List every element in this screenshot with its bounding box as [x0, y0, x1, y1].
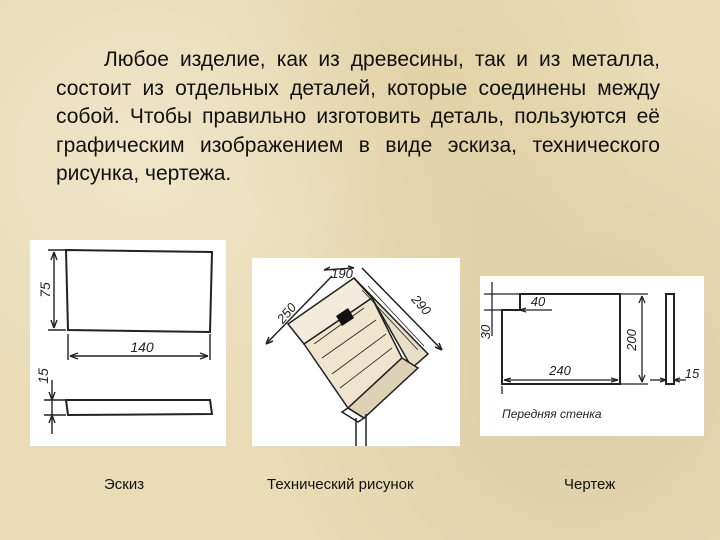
intro-paragraph: Любое изделие, как из древесины, так и и… [56, 48, 660, 185]
entry-hole [336, 308, 354, 326]
blueprint-panel: 40 30 200 240 15 Передняя стенка [480, 276, 704, 436]
birdhouse-drawing: 190 250 290 [265, 265, 443, 446]
blueprint-dim-30: 30 [480, 324, 493, 339]
tech-dim-top: 190 [331, 266, 353, 281]
technical-drawing-caption: Технический рисунок [267, 476, 414, 493]
technical-drawing-panel: 190 250 290 [252, 258, 460, 446]
blueprint-dim-200: 200 [624, 328, 639, 351]
sketch-dim-thickness: 15 [35, 368, 51, 384]
sketch-dim-height: 75 [37, 282, 53, 298]
blueprint-drawing: 40 30 200 240 15 Передняя стенка [480, 282, 700, 421]
sketch-drawing: 75 140 15 [35, 248, 214, 434]
tech-dim-right: 290 [408, 291, 435, 318]
blueprint-caption: Чертеж [564, 476, 616, 493]
blueprint-dim-40: 40 [531, 294, 546, 309]
sketch-panel: 75 140 15 [30, 240, 226, 446]
sketch-caption: Эскиз [104, 476, 145, 493]
sketch-dim-width: 140 [130, 339, 154, 355]
blueprint-dim-240: 240 [548, 363, 571, 378]
blueprint-dim-15: 15 [685, 366, 700, 381]
blueprint-label: Передняя стенка [502, 407, 602, 421]
